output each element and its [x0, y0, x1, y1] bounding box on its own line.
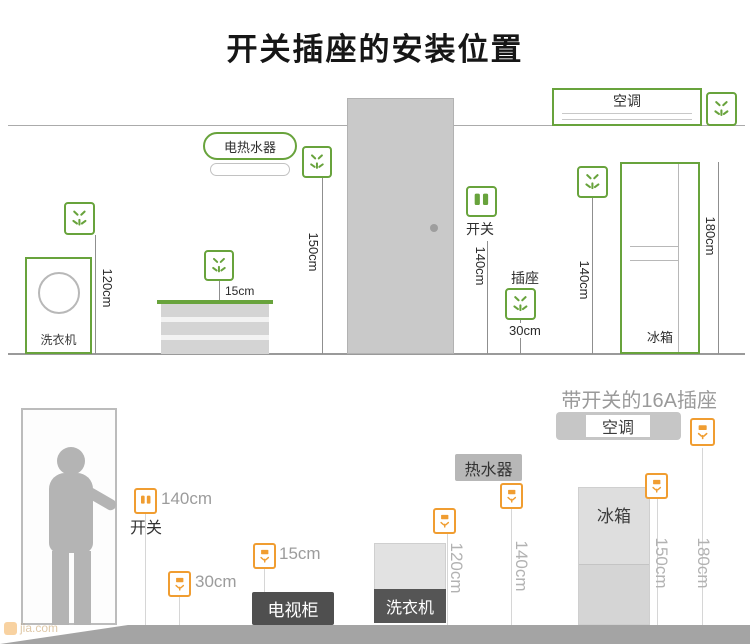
aircon-vent-line: [562, 113, 692, 114]
fridge-label: 冰箱: [597, 507, 631, 526]
switch-label: 开关: [130, 520, 163, 537]
aircon-label-box: 空调: [586, 415, 650, 437]
socket-icon: [302, 146, 332, 178]
water-heater-badge: 热水器: [455, 454, 522, 481]
tv-cabinet-label: 电视柜: [267, 601, 319, 620]
fridge-label: 冰箱: [646, 330, 673, 345]
socket-switch-icon: [690, 418, 715, 446]
socket-icon: [706, 92, 737, 126]
aircon-unit-bottom: 空调: [556, 412, 681, 440]
cabinet-top-surface: [157, 300, 273, 304]
dimension-line: [322, 178, 323, 354]
dimension-label-fridge-socket: 140cm: [577, 260, 592, 300]
socket-switch-icon: [168, 571, 191, 597]
guide-line: [264, 569, 265, 592]
fridge-lower-door: [579, 565, 649, 624]
watermark-logo-icon: [4, 621, 17, 635]
water-heater-label: 热水器: [464, 461, 513, 479]
dimension-line: [95, 235, 96, 354]
aircon-label: 空调: [601, 420, 634, 437]
fridge-door-line: [678, 164, 679, 352]
washer-label-band: 洗衣机: [374, 589, 446, 623]
dimension-label-tv-top: 15cm: [279, 544, 321, 563]
aircon-unit: 空调: [552, 88, 702, 126]
dimension-label-switch: 140cm: [473, 246, 488, 286]
fridge-handle-line: [630, 246, 678, 247]
guide-line: [145, 514, 146, 625]
dimension-label-cabinet-socket: 15cm: [224, 284, 256, 298]
cabinet-body: [161, 304, 269, 354]
socket-icon: [577, 166, 608, 198]
aircon-vent-line: [562, 119, 692, 120]
socket-switch-icon: [645, 473, 668, 499]
dimension-label-tv-low: 30cm: [195, 572, 237, 591]
dimension-label-fridge: 150cm: [652, 537, 671, 589]
door: [347, 98, 454, 354]
person-leg: [74, 551, 91, 625]
dimension-label-washer-socket: 120cm: [100, 268, 115, 308]
fridge-divider-line: [579, 564, 649, 565]
dimension-label-heater: 140cm: [512, 540, 531, 592]
socket-switch-icon: [500, 483, 523, 509]
aircon-label: 空调: [613, 93, 641, 109]
dimension-line: [487, 241, 488, 354]
tv-cabinet: 电视柜: [252, 592, 334, 625]
socket-icon: [64, 202, 95, 235]
guide-line: [702, 448, 703, 625]
cabinet-drawer-line: [161, 335, 269, 340]
door-knob: [430, 224, 438, 232]
socket-label: 插座: [511, 270, 539, 286]
guide-line: [447, 534, 448, 625]
dimension-label-fridge-top: 180cm: [703, 216, 718, 256]
person-leg: [52, 551, 69, 625]
watermark: jia.com: [4, 621, 58, 635]
switch-label: 开关: [466, 221, 494, 237]
person-head: [57, 447, 85, 475]
washer-label: 洗衣机: [385, 600, 434, 617]
dimension-label-switch: 140cm: [161, 489, 213, 508]
socket-switch-icon: [253, 543, 276, 569]
washer-label: 洗衣机: [40, 333, 77, 347]
socket-switch-icon: [433, 508, 456, 534]
section-subtitle: 带开关的16A插座: [561, 390, 717, 412]
floor-line-top: [8, 353, 745, 355]
washing-machine: 洗衣机: [25, 257, 92, 354]
cabinet-drawer-line: [161, 317, 269, 322]
washing-machine-bottom: 洗衣机: [374, 543, 446, 623]
guide-line: [179, 597, 180, 625]
switch-icon: [466, 186, 497, 217]
dimension-label-heater-socket: 150cm: [306, 232, 321, 272]
watermark-text: jia.com: [20, 621, 59, 635]
fridge-bottom: 冰箱: [578, 487, 650, 625]
washer-drum: [38, 272, 80, 314]
water-heater-label: 电热水器: [203, 132, 297, 160]
switch-icon: [134, 488, 157, 514]
dimension-label-washer: 120cm: [447, 542, 466, 594]
guide-line: [511, 509, 512, 625]
fridge-handle-line: [630, 260, 678, 261]
fridge: 冰箱: [620, 162, 700, 354]
page-title: 开关插座的安装位置: [226, 32, 524, 67]
water-heater-body: [210, 163, 290, 176]
socket-icon: [204, 250, 234, 281]
dimension-label-aircon: 180cm: [694, 537, 713, 589]
person-torso: [49, 473, 93, 553]
guide-line: [657, 499, 658, 625]
dimension-label-low-socket: 30cm: [508, 323, 542, 338]
dimension-line: [219, 281, 220, 302]
socket-icon: [505, 288, 536, 320]
dimension-line: [718, 162, 719, 354]
floor: [0, 625, 750, 644]
dimension-line: [592, 198, 593, 354]
